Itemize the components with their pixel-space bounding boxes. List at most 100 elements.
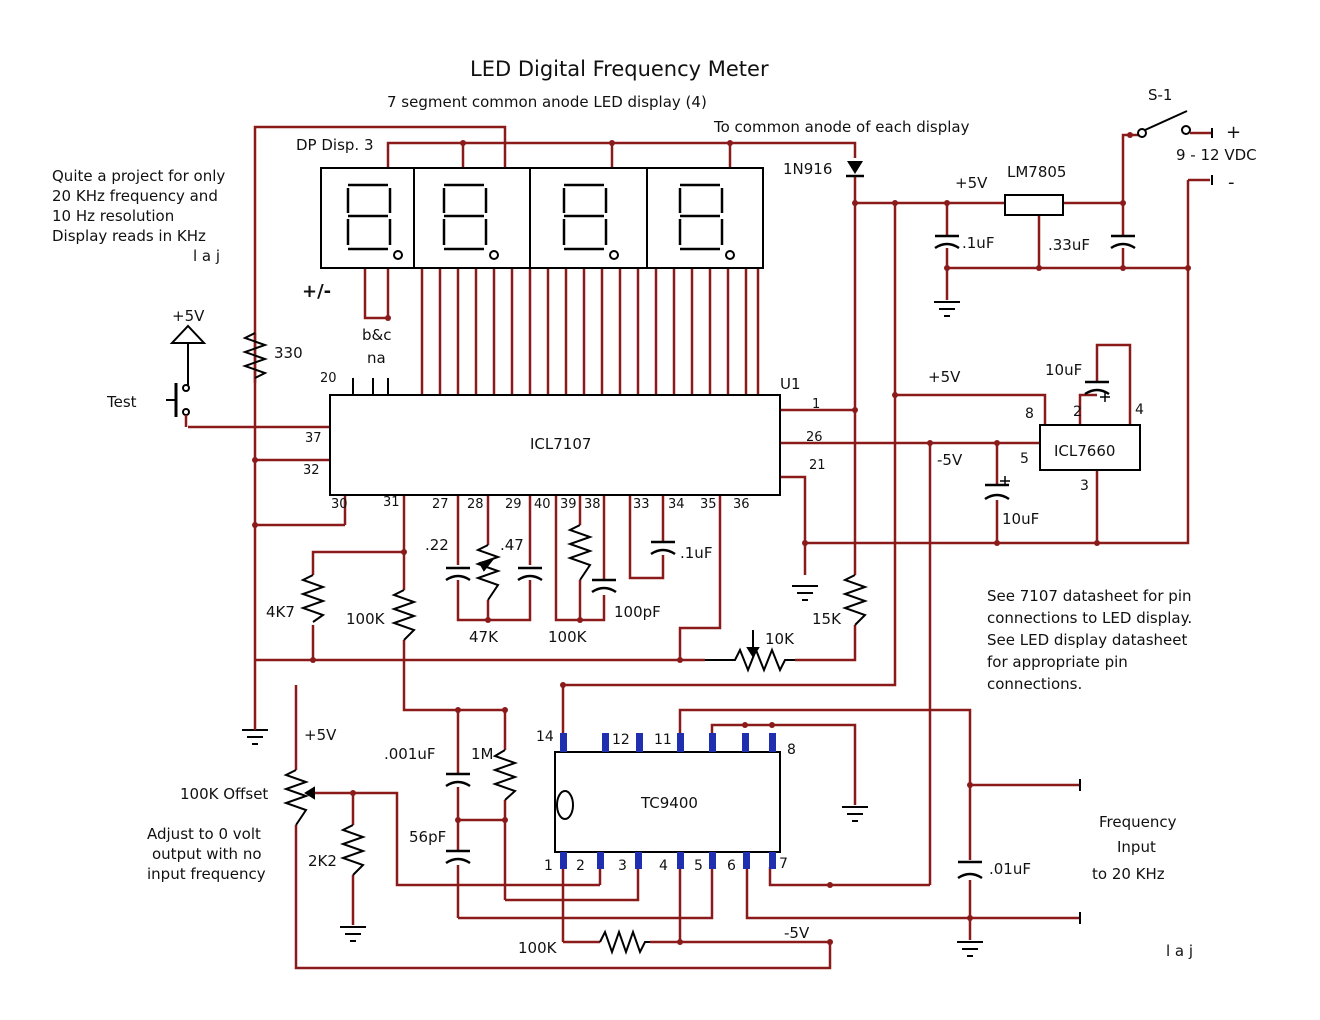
resistor-100k-a	[390, 589, 418, 641]
datasheet-note-3: See LED display datasheet	[987, 631, 1187, 649]
diagram-title: LED Digital Frequency Meter	[470, 57, 769, 81]
note-line-4: Display reads in KHz	[52, 227, 206, 245]
cap-10a-label: 10uF	[1045, 361, 1082, 379]
pin-label: 2	[1073, 404, 1082, 420]
pin-label: 31	[383, 495, 400, 510]
datasheet-note-5: connections.	[987, 675, 1082, 693]
pin-label: 8	[1025, 406, 1034, 422]
note-line-3: 10 Hz resolution	[52, 207, 174, 225]
pin-label: 8	[787, 742, 796, 758]
pin-label: 20	[320, 371, 337, 386]
regulator-label: LM7805	[1007, 163, 1066, 181]
resistor-2k2	[339, 824, 367, 876]
pin-label: 36	[733, 497, 750, 512]
ground-symbol-icon	[934, 301, 960, 317]
supply-plus: +	[1226, 122, 1241, 143]
icl7660-chip	[1039, 424, 1141, 471]
na-label: na	[367, 349, 386, 367]
pin-label: 2	[576, 858, 585, 874]
pin-label: 34	[668, 497, 685, 512]
cap-56p-label: 56pF	[409, 828, 446, 846]
adjust-note-3: input frequency	[147, 865, 266, 883]
adjust-note-2: output with no	[152, 845, 262, 863]
supply-voltage-label: 9 - 12 VDC	[1176, 146, 1257, 164]
icl7660-pin-numbers: 8 2 4 5 3	[1020, 402, 1144, 494]
test-pushbutton	[166, 383, 190, 427]
resistor-1m	[491, 749, 519, 801]
tc9400-label: TC9400	[640, 794, 698, 812]
resistor-4k7	[299, 574, 327, 623]
pin-label: 3	[1080, 478, 1089, 494]
r100k-b-label: 100K	[548, 628, 588, 646]
pin-label: 11	[654, 732, 672, 748]
pin-label: 32	[303, 463, 320, 478]
pin-label: 5	[694, 858, 703, 874]
minus5v-label: -5V	[937, 451, 963, 469]
dp-label: DP Disp. 3	[296, 136, 374, 154]
diode-label: 1N916	[783, 160, 832, 178]
capacitor-33uf	[1110, 234, 1136, 250]
led-display-module	[320, 167, 764, 269]
pin-label: 37	[305, 431, 322, 446]
plus5v-icl7660-label: +5V	[928, 368, 961, 386]
ground-symbol-icon	[792, 585, 818, 601]
datasheet-note-2: connections to LED display.	[987, 609, 1192, 627]
icl7660-label: ICL7660	[1054, 442, 1115, 460]
capacitor-047	[517, 566, 543, 582]
tc9400-pin-numbers: 14 12 11 8 1 2 3 4 5 6 7	[536, 729, 796, 874]
pin-label: 1	[544, 858, 553, 874]
anode-note: To common anode of each display	[713, 118, 970, 136]
ground-symbol-icon	[957, 941, 983, 957]
capacitor-56pf	[445, 849, 471, 865]
pin-label: 38	[584, 497, 601, 512]
capacitor-10uf-output	[984, 476, 1010, 501]
lm7805-regulator	[1004, 194, 1064, 216]
display-subtitle: 7 segment common anode LED display (4)	[387, 93, 707, 111]
pin-label: 29	[505, 497, 522, 512]
cap-001-label: .001uF	[384, 745, 436, 763]
r1m-label: 1M	[471, 745, 494, 763]
capacitor-10uf-pump	[1084, 380, 1110, 402]
seven-segment-digits	[346, 183, 735, 260]
cap-33-label: .33uF	[1048, 236, 1090, 254]
ground-symbol-icon	[340, 926, 366, 942]
freq-label-2: Input	[1117, 838, 1156, 856]
plus5v-offset-label: +5V	[304, 726, 337, 744]
tc9400-chip	[554, 751, 781, 853]
u1-label: U1	[780, 375, 801, 393]
resistor-100k-b	[566, 524, 594, 581]
pin-label: 1	[812, 397, 820, 412]
diode-1n916	[846, 161, 864, 178]
test-label: Test	[106, 393, 137, 411]
sign-segment-label: +/-	[302, 281, 331, 302]
capacitor-022	[445, 566, 471, 582]
resistor-100k-c	[599, 928, 650, 956]
supply-minus: -	[1228, 172, 1235, 193]
pin-label: 5	[1020, 451, 1029, 467]
r10k-label: 10K	[765, 630, 795, 648]
r15k-label: 15K	[812, 610, 842, 628]
pin-label: 39	[560, 497, 577, 512]
plus5v-test-label: +5V	[172, 307, 205, 325]
adjust-note-1: Adjust to 0 volt	[147, 825, 261, 843]
note-signature: l a j	[193, 247, 220, 265]
r100k-c-label: 100K	[518, 939, 558, 957]
potentiometer-10k	[705, 630, 795, 673]
cap-47-label: .47	[500, 536, 524, 554]
icl7107-label: ICL7107	[530, 435, 591, 453]
pin-label: 35	[700, 497, 717, 512]
icl7107-chip	[329, 378, 781, 496]
cap-100p-label: 100pF	[614, 603, 661, 621]
resistor-330	[241, 332, 269, 379]
pin-label: 21	[809, 458, 826, 473]
bc-label: b&c	[362, 326, 391, 344]
pin-label: 4	[659, 858, 668, 874]
ground-symbol-icon	[842, 806, 868, 822]
r330-label: 330	[274, 344, 303, 362]
capacitor-01uf-input	[957, 860, 983, 880]
resistor-15k	[841, 574, 869, 626]
capacitor-100pf	[591, 578, 617, 594]
note-line-1: Quite a project for only	[52, 167, 225, 185]
pin-label: 6	[727, 858, 736, 874]
